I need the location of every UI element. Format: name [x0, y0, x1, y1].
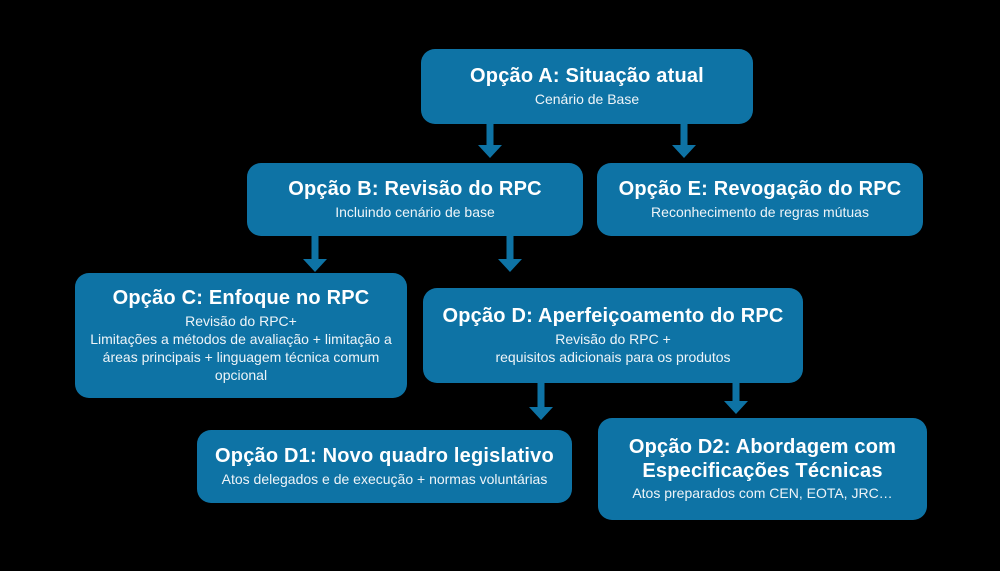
node-title: Opção B: Revisão do RPC — [288, 178, 542, 201]
node-title: Opção D: Aperfeiçoamento do RPC — [442, 305, 784, 328]
arrow-head-icon — [498, 259, 522, 272]
arrow-head-icon — [478, 145, 502, 158]
flowchart-node-option-e: Opção E: Revogação do RPC Reconhecimento… — [597, 163, 923, 236]
node-title: Opção E: Revogação do RPC — [618, 178, 902, 201]
node-subtitle: Reconhecimento de regras mútuas — [651, 203, 869, 220]
arrow-a-to-b — [478, 124, 502, 158]
arrow-stem — [680, 124, 688, 145]
arrow-stem — [311, 236, 319, 259]
node-title: Opção C: Enfoque no RPC — [112, 287, 370, 310]
node-title: Opção A: Situação atual — [470, 65, 704, 88]
node-subtitle: Atos delegados e de execução + normas vo… — [221, 470, 548, 487]
node-subtitle-line1: Revisão do RPC + — [555, 330, 671, 347]
node-title: Opção D1: Novo quadro legislativo — [215, 445, 554, 468]
arrow-d-to-d2 — [724, 383, 748, 414]
arrow-b-to-d — [498, 236, 522, 272]
flowchart-node-option-c: Opção C: Enfoque no RPC Revisão do RPC+ … — [75, 273, 407, 398]
arrow-head-icon — [303, 259, 327, 272]
node-subtitle-line2: requisitos adicionais para os produtos — [495, 348, 731, 365]
arrow-head-icon — [724, 401, 748, 414]
node-subtitle-line1: Revisão do RPC+ — [185, 312, 297, 329]
flowchart-node-option-d2: Opção D2: Abordagem com Especificações T… — [598, 418, 927, 520]
arrow-stem — [506, 236, 514, 259]
arrow-d-to-d1 — [529, 383, 553, 420]
arrow-stem — [486, 124, 494, 145]
arrow-stem — [537, 383, 545, 407]
node-subtitle-line2: Limitações a métodos de avaliação + limi… — [90, 330, 392, 383]
arrow-head-icon — [672, 145, 696, 158]
arrow-stem — [732, 383, 740, 401]
node-title: Opção D2: Abordagem com Especificações T… — [628, 435, 897, 483]
arrow-a-to-e — [672, 124, 696, 158]
arrow-b-to-c — [303, 236, 327, 272]
node-subtitle: Atos preparados com CEN, EOTA, JRC… — [632, 485, 893, 502]
node-subtitle: Incluindo cenário de base — [335, 203, 495, 220]
node-subtitle: Cenário de Base — [534, 90, 640, 107]
flowchart-node-option-a: Opção A: Situação atual Cenário de Base — [421, 49, 753, 124]
flowchart-node-option-d: Opção D: Aperfeiçoamento do RPC Revisão … — [423, 288, 803, 383]
arrow-head-icon — [529, 407, 553, 420]
flowchart-node-option-b: Opção B: Revisão do RPC Incluindo cenári… — [247, 163, 583, 236]
flowchart-node-option-d1: Opção D1: Novo quadro legislativo Atos d… — [197, 430, 572, 503]
